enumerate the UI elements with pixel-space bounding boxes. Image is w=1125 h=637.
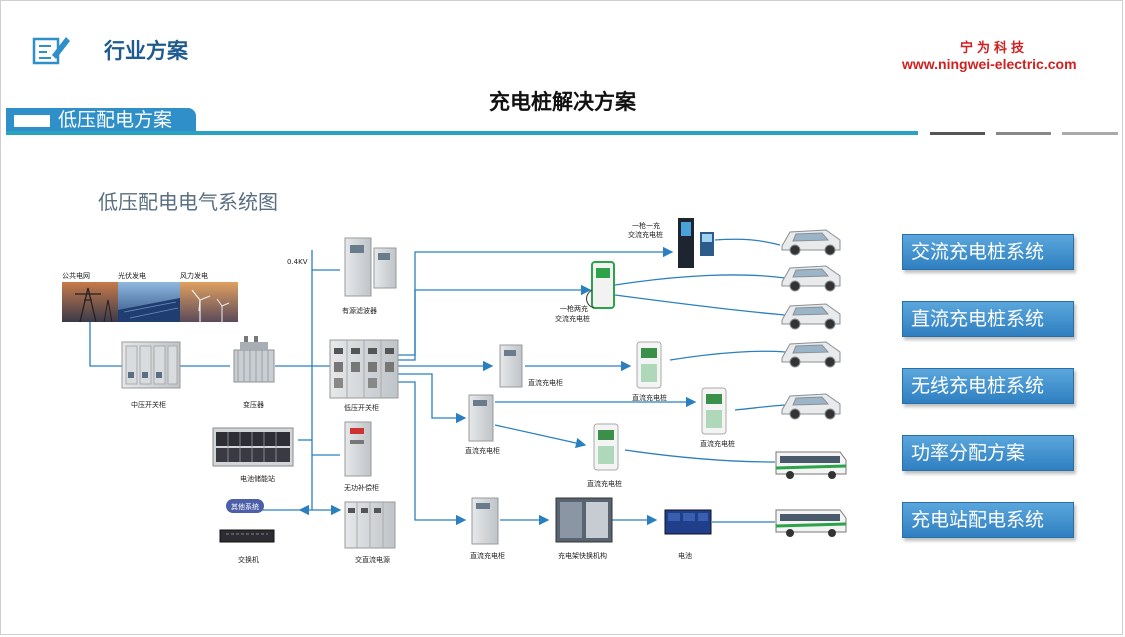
public-grid-photo [62, 282, 118, 323]
dc-charging-cabinet-1 [499, 344, 523, 388]
wire [398, 246, 674, 356]
charge-cable [714, 238, 781, 246]
battery-storage [212, 427, 294, 467]
label-swap-station: 充电架快换机构 [558, 551, 607, 560]
electric-car-2 [781, 265, 841, 292]
transformer [233, 336, 275, 383]
tab-marker [14, 115, 50, 127]
label-acdc-power: 交直流电源 [355, 555, 390, 564]
station-distribution-system-button[interactable]: 充电站配电系统 [902, 502, 1074, 538]
section-divider [6, 131, 918, 135]
section-tab-label: 低压配电方案 [58, 109, 173, 131]
divider-dash [1062, 132, 1118, 135]
dc-charging-pile-1 [636, 341, 662, 389]
label-ac-pile-1: 交流充电桩 [628, 230, 663, 239]
acdc-power-cabinet [344, 501, 396, 549]
label-dc-cabinet-3: 直流充电柜 [470, 551, 505, 560]
charge-cable [624, 449, 776, 463]
wire [494, 424, 587, 449]
label-mv-switchgear: 中压开关柜 [131, 400, 166, 409]
dc-charging-cabinet-3 [471, 497, 499, 545]
ac-charging-system-button[interactable]: 交流充电桩系统 [902, 234, 1074, 270]
wire [398, 373, 467, 424]
section-tab: 低压配电方案 [6, 108, 196, 133]
electric-car-5 [781, 393, 841, 420]
wire [89, 322, 122, 367]
label-other-system: 其他系统 [231, 502, 259, 511]
page-title: 充电桩解决方案 [489, 90, 636, 114]
charge-cable [614, 274, 786, 286]
label-reactive-compensation: 无功补偿柜 [344, 483, 379, 492]
dc-charging-cabinet-2 [468, 394, 494, 442]
other-system-badge [226, 499, 264, 513]
reactive-compensation-cabinet [344, 421, 372, 477]
label-dc-pile-3: 直流充电桩 [587, 479, 622, 488]
lv-switchgear [329, 339, 399, 399]
diagram-title: 低压配电电气系统图 [98, 190, 278, 214]
company-name: 宁为科技 [960, 41, 1029, 56]
label-switch: 交换机 [238, 555, 259, 564]
electric-bus-1 [775, 451, 847, 479]
active-filter [344, 237, 397, 297]
company-url[interactable]: www.ningwei-electric.com [902, 56, 1077, 72]
label-dc-pile-2: 直流充电桩 [700, 439, 735, 448]
charge-cable [734, 404, 786, 411]
label-public-grid: 公共电网 [62, 271, 90, 280]
label-wind: 风力发电 [180, 271, 208, 280]
label-battery: 电池 [678, 551, 692, 560]
electric-car-4 [781, 341, 841, 368]
power-allocation-button[interactable]: 功率分配方案 [902, 435, 1074, 471]
label-transformer: 变压器 [243, 400, 264, 409]
network-switch [219, 529, 275, 543]
ac-charging-pile-dual [586, 261, 615, 309]
divider-dash [996, 132, 1051, 135]
solar-photo [118, 282, 180, 322]
label-battery-storage: 电池储能站 [240, 474, 275, 483]
label-ac-pile-2: 交流充电桩 [555, 314, 590, 323]
wire [398, 381, 467, 526]
label-one-gun-two-charge: 一枪两充 [560, 304, 588, 313]
label-active-filter: 有源滤波器 [342, 306, 377, 315]
dc-charging-pile-3 [593, 423, 619, 471]
wireless-charging-system-button[interactable]: 无线充电桩系统 [902, 368, 1074, 404]
header-title: 行业方案 [104, 39, 188, 63]
charge-cable [614, 294, 786, 316]
electric-car-1 [781, 229, 841, 256]
electric-car-3 [781, 303, 841, 330]
wire [398, 284, 592, 361]
dc-charging-system-button[interactable]: 直流充电桩系统 [902, 301, 1074, 337]
label-voltage: 0.4KV [287, 258, 308, 266]
label-dc-cabinet-1: 直流充电柜 [528, 378, 563, 387]
wind-photo [180, 282, 238, 322]
label-one-gun-one-charge: 一枪一充 [632, 221, 660, 230]
ac-charging-pile-single [678, 218, 714, 268]
divider-dash [930, 132, 985, 135]
dc-charging-pile-2 [701, 387, 727, 435]
label-lv-switchgear: 低压开关柜 [344, 403, 379, 412]
battery-swap-station [555, 497, 613, 543]
label-solar: 光伏发电 [118, 271, 146, 280]
mv-switchgear [121, 341, 181, 389]
battery-pack [664, 509, 712, 535]
label-dc-pile-1: 直流充电桩 [632, 393, 667, 402]
electric-bus-2 [775, 509, 847, 537]
label-dc-cabinet-2: 直流充电柜 [465, 446, 500, 455]
charge-cable [669, 350, 786, 361]
edit-document-icon [32, 37, 70, 65]
